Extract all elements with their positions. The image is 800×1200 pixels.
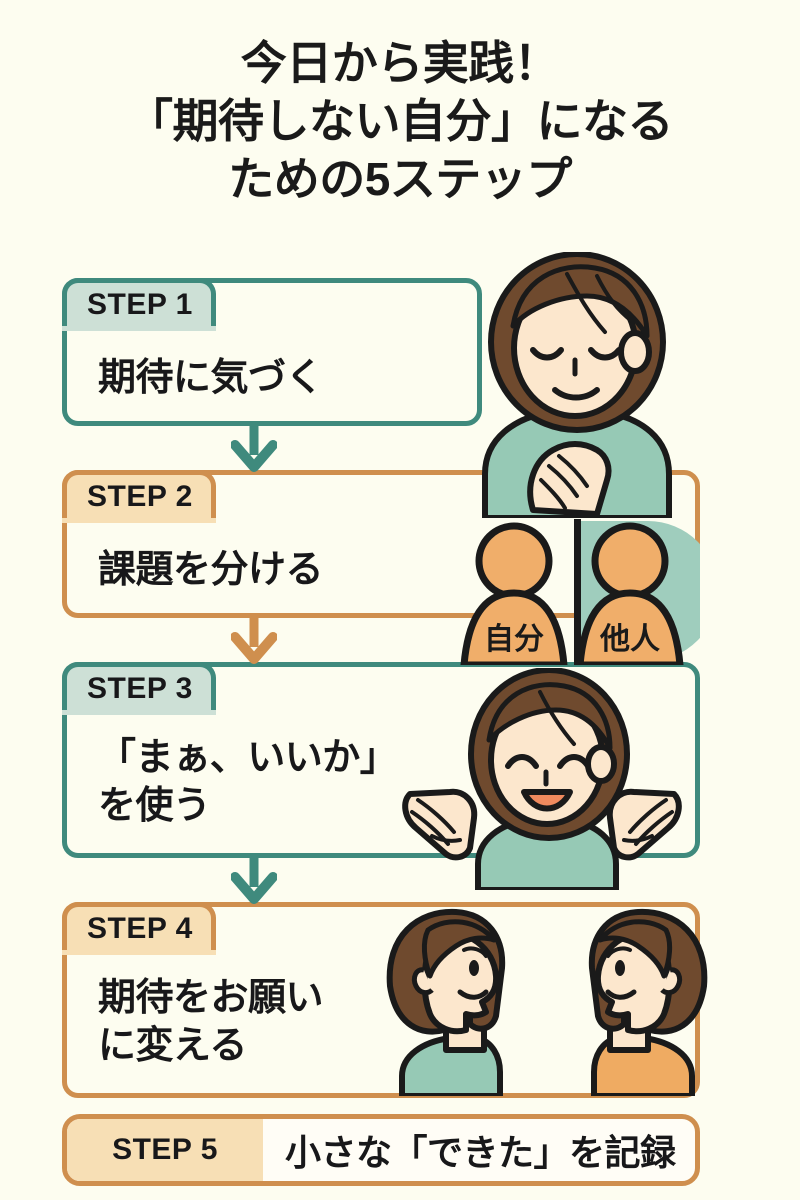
illustration-woman-hand-on-chest: [482, 252, 672, 518]
page-title: 今日から実践！ 「期待しない自分」になる ための5ステップ: [0, 34, 800, 208]
arrow-step2-to-step3: [231, 613, 277, 664]
step-4[interactable]: STEP 4 期待をお願い に変える: [62, 902, 700, 1098]
step-5-tab-label: STEP 5: [112, 1133, 218, 1166]
arrow-step1-to-step2: [231, 421, 277, 472]
title-line-3: ための5ステップ: [228, 153, 572, 205]
step-3[interactable]: STEP 3 「まぁ、いいか」 を使う: [62, 662, 700, 858]
title-line-2: 「期待しない自分」になる: [127, 95, 674, 147]
illustration-woman-shrugging-smiling: [402, 668, 682, 890]
step-4-tab-label: STEP 4: [87, 911, 193, 945]
step-4-body: 期待をお願い に変える: [98, 977, 324, 1067]
step-1-frame: [62, 278, 482, 426]
step-1[interactable]: STEP 1 期待に気づく: [62, 278, 482, 426]
step-3-tab-label: STEP 3: [87, 671, 193, 705]
step-3-body: 「まぁ、いいか」 を使う: [98, 737, 398, 827]
step-4-tab: STEP 4: [62, 902, 216, 955]
step-2-tab: STEP 2: [62, 470, 216, 523]
step-1-tab: STEP 1: [62, 278, 216, 331]
step-3-tab: STEP 3: [62, 662, 216, 715]
illustration-two-women-facing-each-other: [386, 908, 708, 1096]
person-icon-self-label: 自分: [484, 623, 544, 656]
arrow-step3-to-step4: [231, 853, 277, 904]
person-icon-self: 自分: [460, 522, 568, 665]
step-2-body: 課題を分ける: [98, 549, 324, 591]
illustration-two-person-icons-divided: 自分 他人: [460, 519, 700, 665]
person-icon-other-label: 他人: [599, 623, 660, 656]
woman-right-orange-shirt: [588, 908, 708, 1096]
step-2[interactable]: STEP 2 課題を分ける: [62, 470, 700, 618]
step-5-body: 小さな「できた」を記録: [285, 1132, 676, 1173]
step-1-tab-label: STEP 1: [87, 287, 193, 321]
woman-left-teal-shirt: [386, 908, 506, 1096]
title-line-1: 今日から実践！: [240, 37, 560, 89]
step-1-body: 期待に気づく: [98, 357, 324, 399]
step-3-frame: [62, 662, 700, 858]
step-5-tab: STEP 5: [67, 1119, 263, 1181]
step-5[interactable]: STEP 5 小さな「できた」を記録: [62, 1114, 700, 1186]
person-icon-other: 他人: [576, 522, 684, 665]
step-2-tab-label: STEP 2: [87, 479, 193, 513]
